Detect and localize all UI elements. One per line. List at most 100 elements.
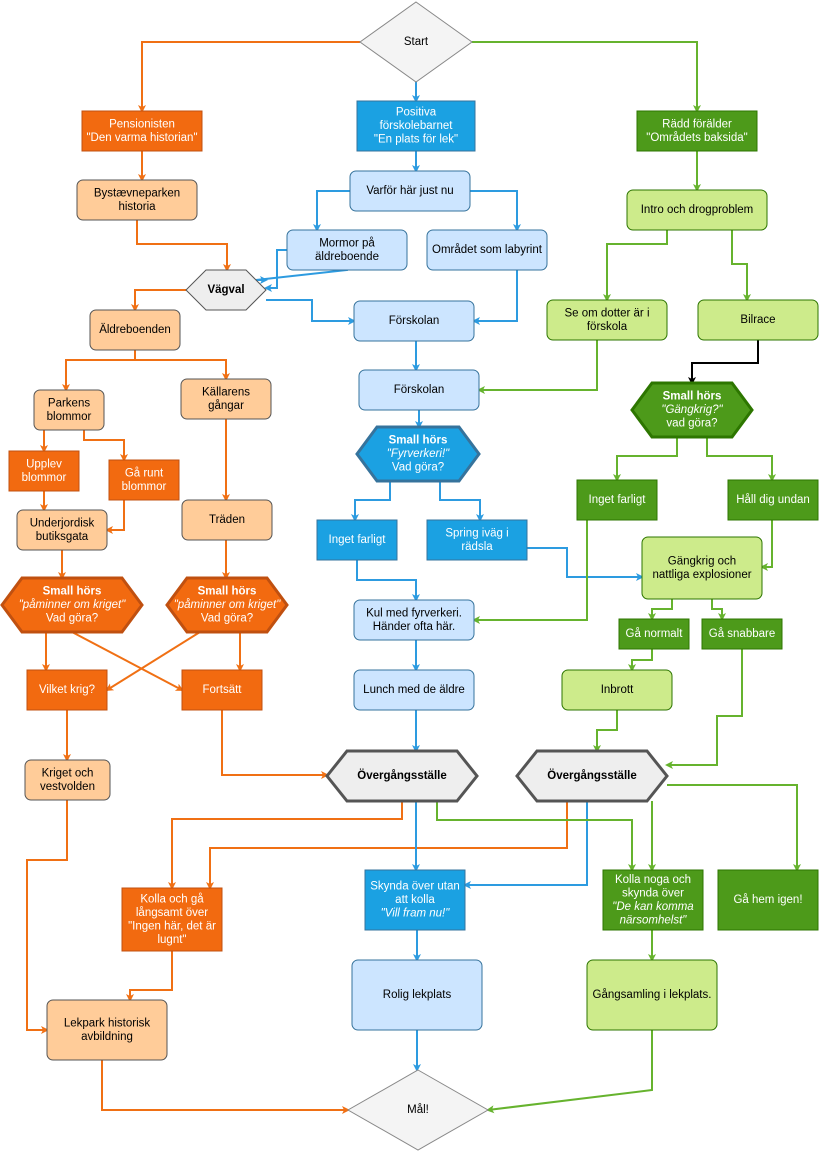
connector-24 [168,801,403,890]
node-small-blue: Small hörs"Fyrverkeri!"Vad göra? [355,425,481,483]
connector-44 [463,801,588,889]
connector-3 [472,41,701,113]
node-kriget-label-2: vestvolden [40,781,95,793]
connector-63 [667,784,801,872]
connector-57 [711,599,726,621]
node-forskolan1: Förskolan [353,300,475,342]
node-small-blue-label-2: "Fyrverkeri!" [387,448,450,460]
node-kriget-label-1: Kriget och [42,767,94,779]
node-pensionist: Pensionisten"Den varma historian" [81,110,203,152]
node-rolig: Rolig lekplats [351,959,483,1031]
connector-34 [472,270,518,325]
connector-37 [351,481,391,522]
node-overg2-label-1: Övergångsställe [547,769,636,782]
node-small-or-left-label-1: Small hörs [43,586,102,598]
node-mal-label-1: Mål! [407,1104,429,1116]
node-gasnabbare-label-1: Gå snabbare [709,628,776,640]
node-kolla-or-label-3: "Ingen här, det är [128,920,216,932]
connector-18 [71,631,184,691]
node-small-blue-label-1: Small hörs [389,435,448,447]
node-gahem: Gå hem igen! [717,869,819,931]
node-traden-label-1: Träden [209,514,245,526]
connector-59 [593,710,618,753]
node-forskolan2-label-1: Förskolan [394,384,445,396]
node-skynda-label-2: att kolla [395,894,435,906]
connector-25 [206,801,568,890]
node-vilket-label-1: Vilket krig? [39,684,95,696]
node-upplev-label-2: blommor [22,472,67,484]
node-pensionist-label-2: "Den varma historian" [86,132,197,144]
node-start: Start [359,1,473,83]
node-bilrace: Bilrace [697,299,819,341]
connector-7 [131,289,186,312]
node-lekpark-label-1: Lekpark historisk [64,1017,151,1029]
node-small-or-right-label-1: Small hörs [198,586,257,598]
connector-48 [603,230,668,302]
node-positiva-label-1: Positiva [396,107,437,119]
node-vagval: Vägval [185,269,267,311]
node-lekpark-label-2: avbildning [81,1031,133,1043]
connector-39 [356,560,420,602]
node-small-or-left-label-2: "påminner om kriget" [19,599,127,611]
node-seom-label-2: förskola [587,321,628,333]
connector-55 [472,520,588,624]
connector-22 [221,710,329,779]
node-fortsatt-label-1: Fortsätt [203,684,243,696]
node-vilket: Vilket krig? [26,669,108,711]
node-hall: Håll dig undan [727,479,819,521]
connector-20 [105,631,201,692]
connector-32 [264,249,287,292]
node-inget-blue: Inget farligt [316,519,398,561]
node-radd-label-2: "Områdets baksida" [646,132,747,144]
node-ganormalt: Gå normalt [618,618,690,650]
node-mormor-label-2: äldreboende [315,251,379,263]
node-overg2: Övergångsställe [515,749,669,803]
connector-61 [436,801,636,872]
node-inget-green: Inget farligt [576,479,658,521]
node-kolla-gr-label-2: skynda över [622,887,684,899]
node-mal: Mål! [346,1069,490,1151]
connector-1 [138,41,360,113]
connector-30 [470,190,521,232]
node-labyrint-label-1: Området som labyrint [432,244,543,256]
node-overg1: Övergångsställe [325,749,479,803]
node-small-green-top-label-2: "Gängkrig?" [661,404,723,416]
connector-56 [648,599,673,621]
connector-23 [26,800,68,1034]
connector-27 [101,1060,350,1114]
node-mormor-label-1: Mormor på [319,237,375,249]
connector-60 [665,649,743,769]
node-forskolan1-label-1: Förskolan [389,315,440,327]
node-varfor: Varför här just nu [349,170,471,212]
connector-26 [126,951,173,1002]
connector-52 [613,437,678,482]
connector-13 [105,500,125,534]
connector-40 [527,547,644,581]
connector-65 [486,1030,653,1114]
connector-49 [731,230,751,302]
node-skynda-label-1: Skynda över utan [370,881,460,893]
node-skynda-label-3: "Vill fram nu!" [381,908,451,920]
node-bystaev-label-1: Bystævneparken [94,187,180,199]
node-kolla-gr-label-1: Kolla noga och [615,874,691,886]
node-radd: Rädd förälder"Områdets baksida" [636,110,758,152]
connector-8 [62,350,136,392]
node-inbrott-label-1: Inbrott [601,684,634,696]
connector-50 [688,340,759,385]
node-small-green-top: Small hörs"Gängkrig?"vad göra? [630,381,754,439]
node-gangsamling-label-1: Gångsamling i lekplats. [593,989,712,1001]
node-gahem-label-1: Gå hem igen! [733,894,802,906]
node-kolla-or-label-4: lugnt" [157,934,186,946]
node-underjord-label-2: butiksgata [36,531,89,543]
node-small-or-right-label-2: "påminner om kriget" [174,599,282,611]
